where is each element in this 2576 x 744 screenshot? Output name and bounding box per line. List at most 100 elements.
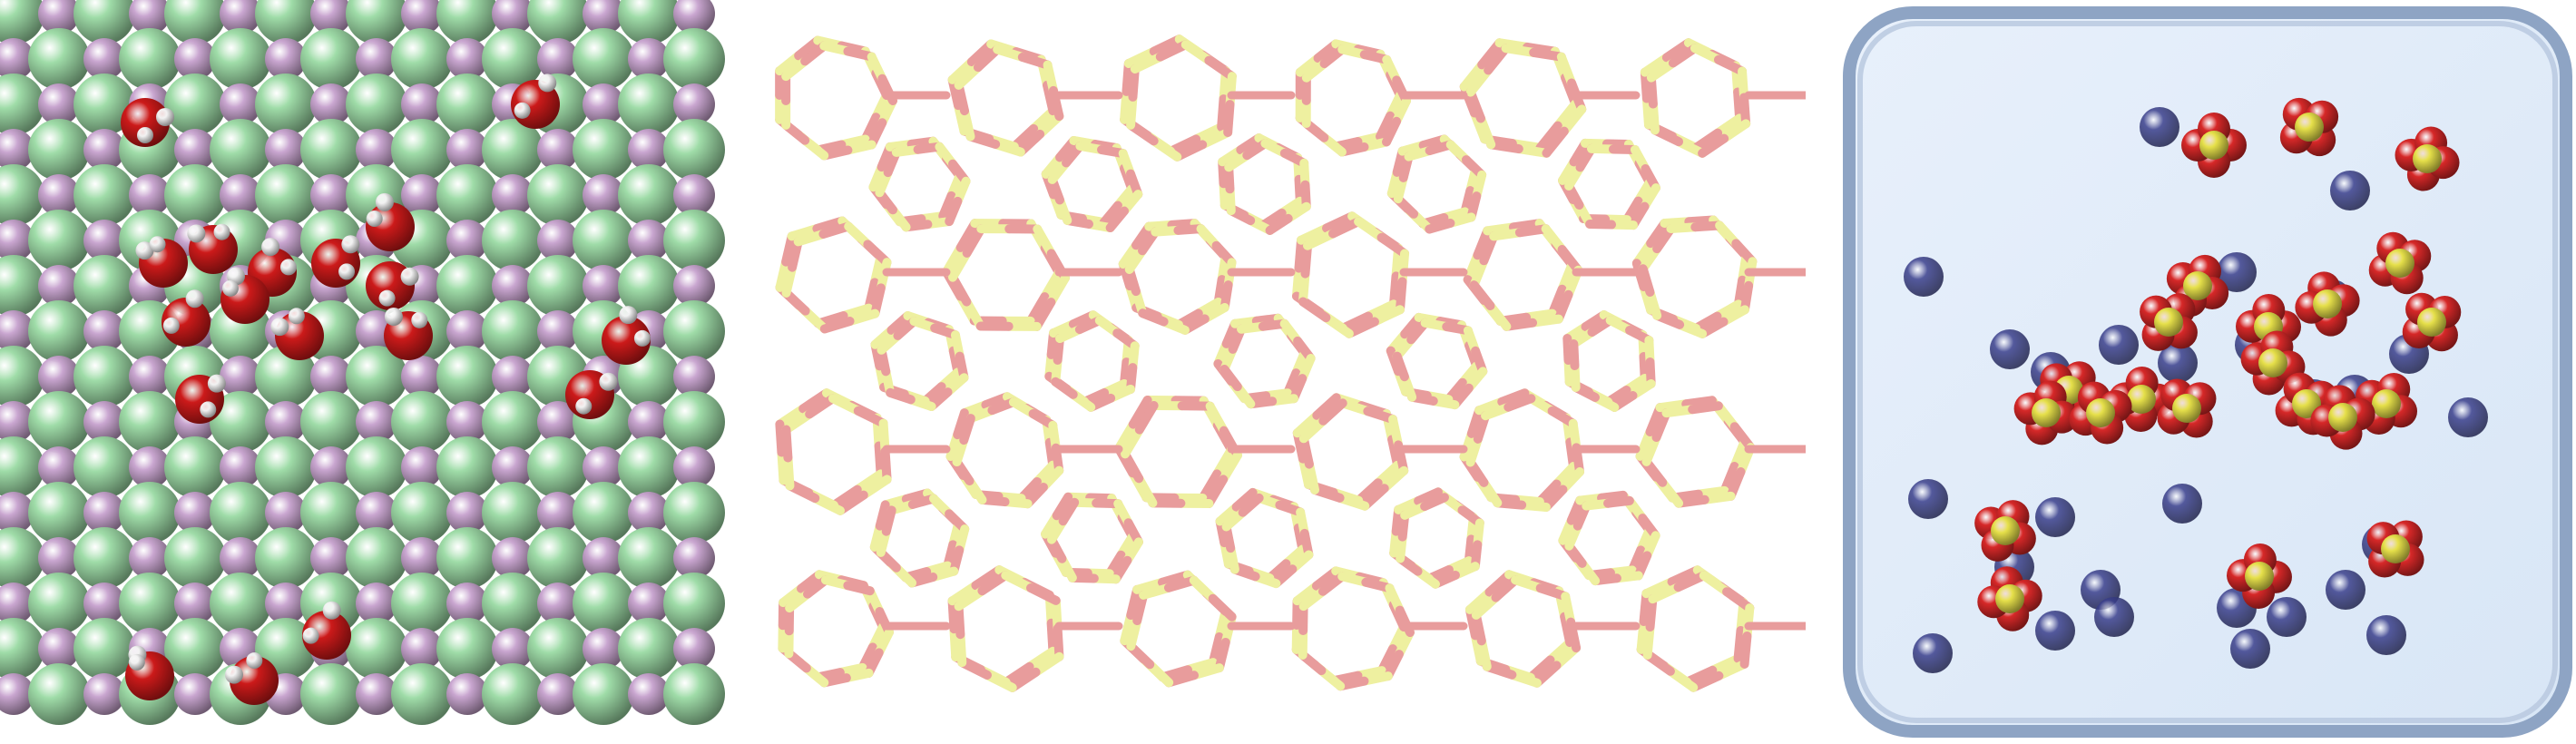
bond	[1001, 571, 1036, 592]
water-molecule	[366, 192, 415, 251]
anion	[2069, 381, 2132, 445]
bond	[777, 447, 788, 485]
bond	[1722, 587, 1755, 613]
anion	[2295, 271, 2360, 337]
lattice-atom-small	[129, 0, 171, 34]
lattice-atom-small	[401, 446, 443, 488]
bond	[1639, 589, 1651, 627]
lattice-atom-small	[492, 628, 534, 670]
lattice-atom-large	[210, 28, 271, 90]
cation	[1913, 633, 1953, 673]
bond	[1198, 128, 1233, 150]
lattice-atom-small	[492, 537, 534, 579]
lattice-atom-small	[0, 129, 34, 171]
bond	[1231, 487, 1258, 512]
bond	[852, 469, 886, 494]
hydrogen-atom	[135, 241, 154, 260]
bond	[1051, 377, 1078, 399]
bond	[1303, 229, 1338, 250]
lattice-atom-small	[537, 492, 579, 534]
anion	[2366, 520, 2424, 578]
bond	[1126, 92, 1138, 130]
bond	[798, 388, 831, 414]
lattice-atom-small	[492, 446, 534, 488]
lattice-atom-small	[129, 537, 171, 579]
lattice-atom-small	[673, 537, 715, 579]
anion-center	[2154, 308, 2183, 337]
lattice-atom-large	[164, 618, 226, 680]
bond	[1318, 398, 1347, 426]
bond	[1007, 667, 1041, 692]
lattice-atom-large	[527, 618, 589, 680]
hydrogen-atom	[221, 279, 239, 297]
lattice-atom-large	[527, 527, 589, 589]
bond	[1597, 490, 1628, 503]
bond	[1322, 211, 1357, 233]
bond	[1739, 631, 1752, 669]
lattice-atom-large	[618, 0, 680, 44]
lattice-atom-large	[28, 28, 90, 90]
cation	[2158, 343, 2198, 383]
bond	[805, 394, 837, 419]
bond	[977, 571, 1011, 596]
lattice-atom-small	[537, 582, 579, 624]
anion-center	[2032, 398, 2061, 427]
bond	[1641, 577, 1677, 599]
lattice-atom-large	[618, 618, 680, 680]
bond	[971, 565, 1004, 591]
bond	[836, 490, 868, 515]
hydrogen-atom	[378, 289, 396, 307]
lattice-atom-small	[537, 220, 579, 261]
lattice-atom-large	[300, 391, 362, 453]
lattice-atom-small	[38, 446, 80, 488]
hydrogen-atom	[279, 259, 297, 276]
bond	[1219, 450, 1242, 485]
lattice-atom-large	[391, 573, 453, 634]
bond	[1180, 40, 1214, 65]
lattice-atom-large	[436, 436, 498, 498]
lattice-atom-small	[83, 220, 125, 261]
hydrogen-atom	[187, 224, 206, 243]
bond	[1024, 646, 1058, 671]
bond	[1503, 394, 1536, 412]
bond	[775, 419, 787, 457]
bond	[1128, 395, 1152, 429]
bond	[1425, 218, 1455, 234]
anion	[2227, 543, 2292, 609]
bond	[1691, 128, 1723, 152]
lattice-atom-small	[129, 356, 171, 397]
bond	[1204, 55, 1237, 82]
bond	[1126, 120, 1159, 146]
framework	[775, 34, 1806, 692]
lattice-atom-large	[618, 255, 680, 317]
bond	[1121, 449, 1144, 484]
water-molecule	[162, 289, 211, 347]
lattice-atom-small	[220, 83, 261, 125]
anion	[2355, 372, 2418, 436]
bond	[1465, 65, 1494, 97]
bond	[875, 500, 890, 531]
lattice-atom-large	[255, 436, 317, 498]
bond	[1559, 104, 1587, 136]
water-molecule	[135, 236, 188, 288]
lattice-atom-small	[492, 356, 534, 397]
lattice-atom-small	[537, 38, 579, 80]
bond	[1562, 334, 1573, 366]
hydrogen-atom	[322, 601, 341, 620]
bond	[886, 387, 916, 405]
anion-center	[2381, 534, 2410, 563]
lattice-atom-large	[663, 300, 725, 362]
anion-center	[2385, 249, 2414, 278]
hydrogen-atom	[411, 311, 428, 328]
anion-center	[2258, 348, 2287, 377]
lattice-atom-small	[38, 174, 80, 216]
lattice-atom-small	[537, 129, 579, 171]
water-molecule	[125, 645, 174, 700]
bond	[1120, 86, 1131, 124]
bond	[1321, 313, 1354, 338]
lattice-atom-large	[28, 210, 90, 271]
hydrogen-atom	[366, 210, 383, 228]
bond	[1484, 44, 1511, 75]
lattice-atom-large	[255, 346, 317, 407]
bond	[1166, 134, 1201, 156]
